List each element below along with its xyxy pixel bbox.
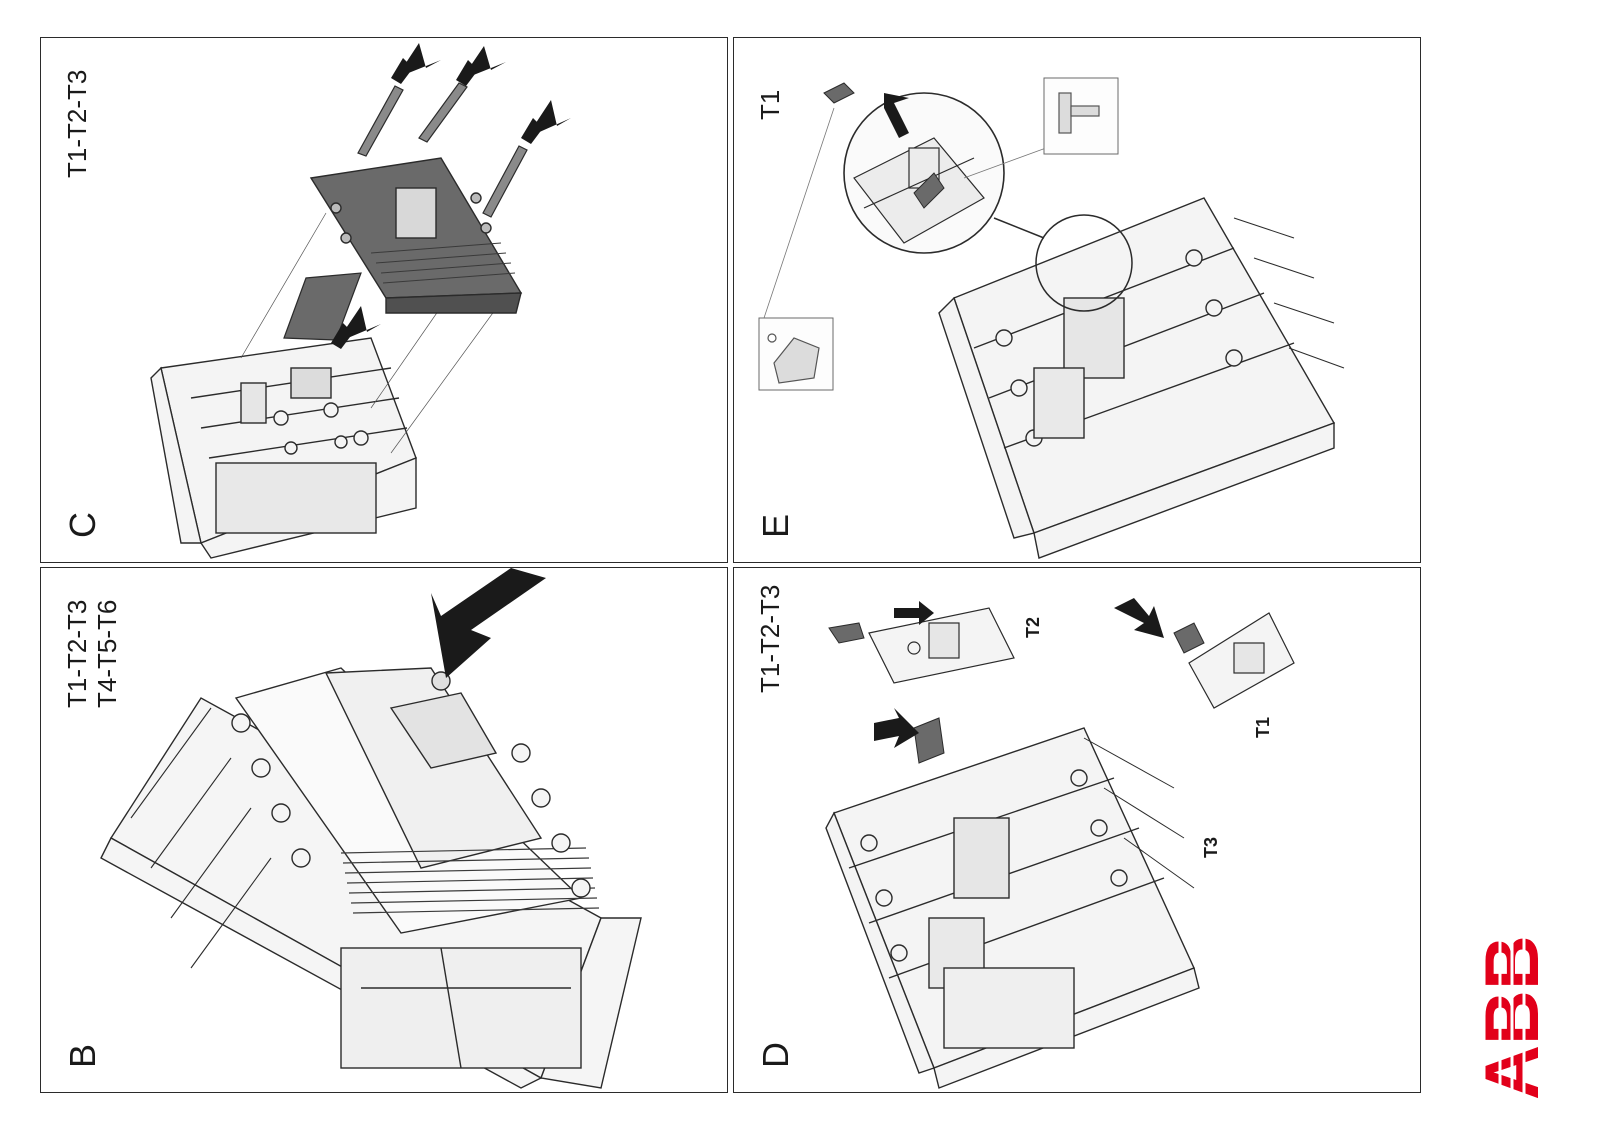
model-label-e: T1 <box>755 89 785 120</box>
model-label-b-line2: T4-T5-T6 <box>91 599 122 708</box>
model-label-b: T1-T2-T3 T4-T5-T6 <box>62 599 123 708</box>
callout-t1: T1 <box>1253 716 1273 738</box>
abb-logo: ABB <box>1470 935 1555 1100</box>
step-letter-c: C <box>62 512 103 538</box>
step-letter-b: B <box>62 1043 103 1068</box>
breaker-front-illustration <box>100 568 642 1089</box>
model-label-b-line1: T1-T2-T3 <box>62 599 92 708</box>
accessory-insert-illustration <box>758 77 1345 559</box>
panel-c: C T1-T2-T3 <box>40 37 728 563</box>
panel-e: E T1 <box>733 37 1421 563</box>
panel-d: D T1-T2-T3 T2 T1 T3 <box>733 567 1421 1093</box>
abb-logo-mark: ABB <box>1470 935 1555 1100</box>
step-letter-d: D <box>755 1042 796 1068</box>
accessory-variants-illustration <box>825 598 1295 1089</box>
step-letter-e: E <box>755 513 796 538</box>
model-label-c: T1-T2-T3 <box>62 69 92 178</box>
callout-t3: T3 <box>1201 836 1221 858</box>
cover-removal-illustration <box>150 43 571 559</box>
callout-t2: T2 <box>1023 616 1043 638</box>
model-label-d: T1-T2-T3 <box>755 584 785 693</box>
panel-b: B T1-T2-T3 T4-T5-T6 <box>40 567 728 1093</box>
